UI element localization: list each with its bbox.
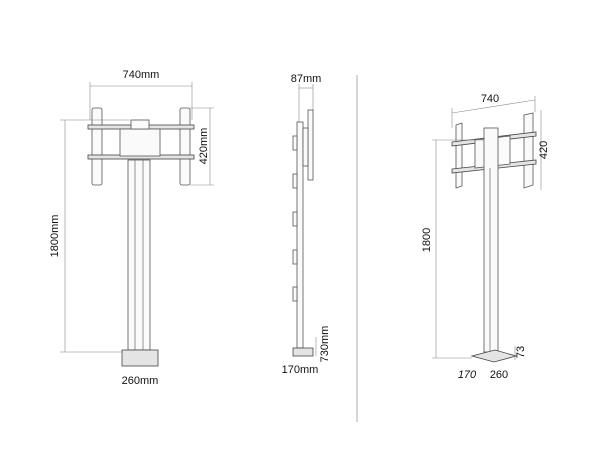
left-bracket-arm	[91, 107, 103, 186]
front-base-width-label: 260mm	[122, 375, 159, 387]
base-plate	[121, 349, 159, 367]
iso-left-arm	[455, 122, 463, 189]
iso-plate-height-label: 420	[538, 141, 550, 159]
center-plate	[119, 128, 161, 157]
side-base-depth-label: 170mm	[282, 364, 319, 376]
iso-base-height-label: 73	[515, 346, 527, 358]
column-cap	[130, 119, 150, 130]
iso-right-arm	[523, 112, 534, 189]
side-mount-plate	[307, 109, 314, 181]
front-view: 740mm 1800mm 420mm 260mm	[49, 69, 214, 387]
side-base	[292, 347, 314, 357]
side-column	[296, 121, 304, 349]
iso-base	[470, 349, 518, 363]
iso-column	[483, 127, 499, 353]
column	[127, 159, 151, 351]
side-base-height-label: 730mm	[319, 326, 331, 363]
iso-height-label: 1800	[421, 228, 433, 252]
side-depth-label: 87mm	[291, 73, 322, 85]
iso-width-label: 740	[481, 93, 499, 105]
iso-base-depth-label: 170	[458, 369, 477, 381]
isometric-view: 740 1800 420 73 170 260	[421, 93, 550, 381]
right-bracket-arm	[179, 107, 191, 186]
front-width-label: 740mm	[123, 69, 160, 81]
front-height-label: 1800mm	[49, 215, 61, 258]
side-view: 87mm 730mm 170mm	[282, 73, 331, 376]
front-plate-height-label: 420mm	[198, 128, 210, 165]
iso-base-width-label: 260	[490, 369, 508, 381]
